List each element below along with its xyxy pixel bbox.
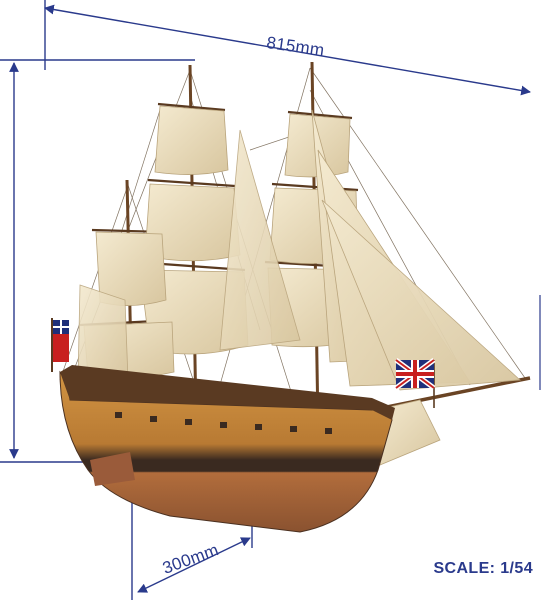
union-jack-flag <box>394 357 436 408</box>
red-ensign-flag <box>51 318 69 372</box>
sails <box>77 105 521 466</box>
height-dimension-label: 680mm <box>0 280 3 339</box>
scale-label: SCALE: 1/54 <box>433 560 533 577</box>
hull <box>59 365 395 533</box>
